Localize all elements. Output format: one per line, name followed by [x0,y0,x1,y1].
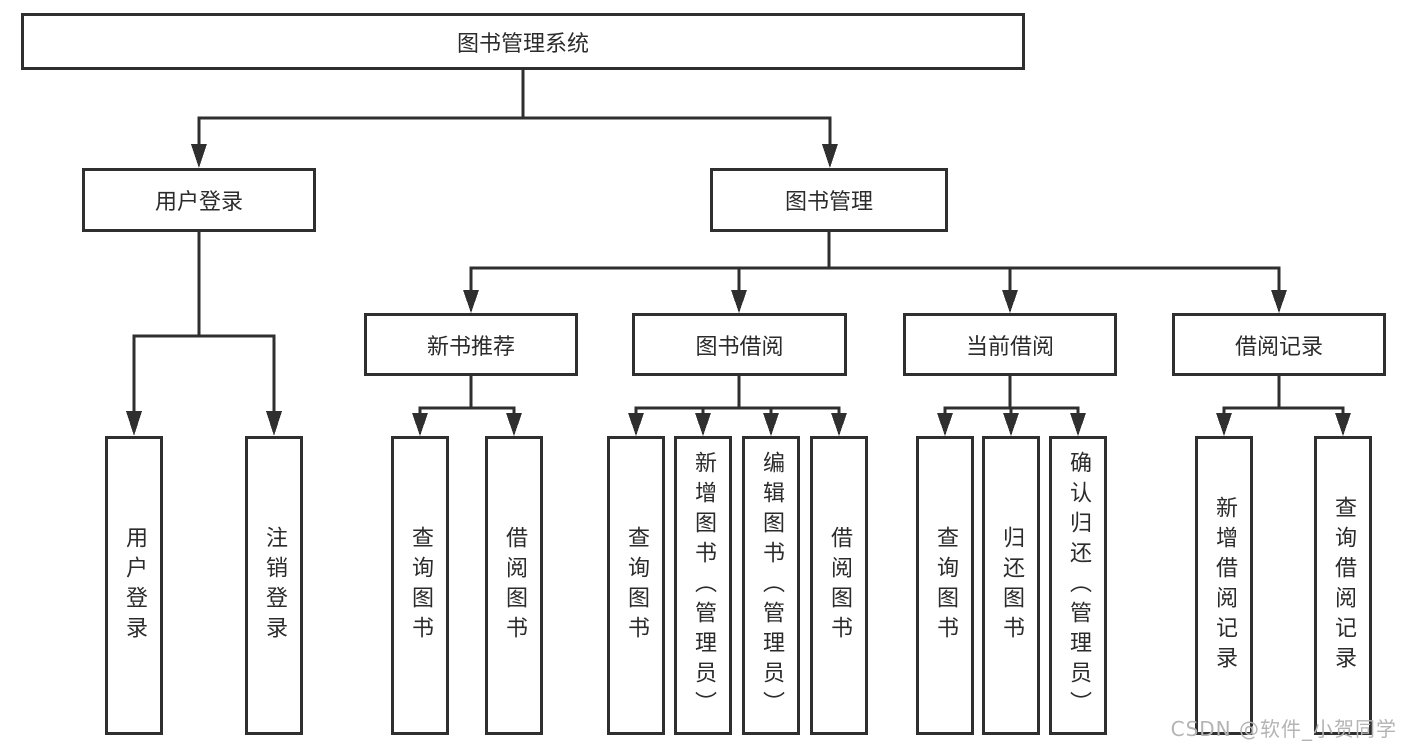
connector-book-mgmt-to-modules [463,232,1287,313]
leaf-borrow-add-book-admin: 新增图书（管理员） [674,436,732,735]
connector-root-to-level2 [191,70,838,168]
node-root-system: 图书管理系统 [21,13,1025,70]
connector-user-login-to-leaves [126,232,282,436]
connector-book-borrow-to-leaves [628,376,847,436]
leaf-records-add-borrow-record: 新增借阅记录 [1195,436,1253,735]
node-new-book-recommend: 新书推荐 [364,313,578,376]
connector-borrow-records-to-leaves [1216,376,1351,436]
leaf-borrow-query-books: 查询图书 [607,436,665,735]
connector-current-borrow-to-leaves [937,376,1086,436]
leaf-current-confirm-return-admin: 确认归还（管理员） [1049,436,1107,735]
leaf-borrow-borrow-books: 借阅图书 [810,436,868,735]
leaf-newbook-query-books: 查询图书 [391,436,449,735]
node-user-login: 用户登录 [82,168,316,232]
leaf-newbook-borrow-books: 借阅图书 [485,436,543,735]
node-current-borrow: 当前借阅 [903,313,1117,376]
connector-new-book-to-leaves [412,376,522,436]
leaf-borrow-edit-book-admin: 编辑图书（管理员） [742,436,800,735]
leaf-records-query-borrow-record: 查询借阅记录 [1314,436,1372,735]
leaf-current-query-books: 查询图书 [916,436,974,735]
csdn-watermark: CSDN @软件_小贺同学 [1170,717,1397,741]
node-book-management: 图书管理 [710,168,948,232]
node-book-borrow: 图书借阅 [632,313,847,376]
leaf-current-return-books: 归还图书 [982,436,1040,735]
leaf-logout: 注销登录 [245,436,303,735]
node-borrow-records: 借阅记录 [1172,313,1386,376]
leaf-user-login: 用户登录 [105,436,163,735]
